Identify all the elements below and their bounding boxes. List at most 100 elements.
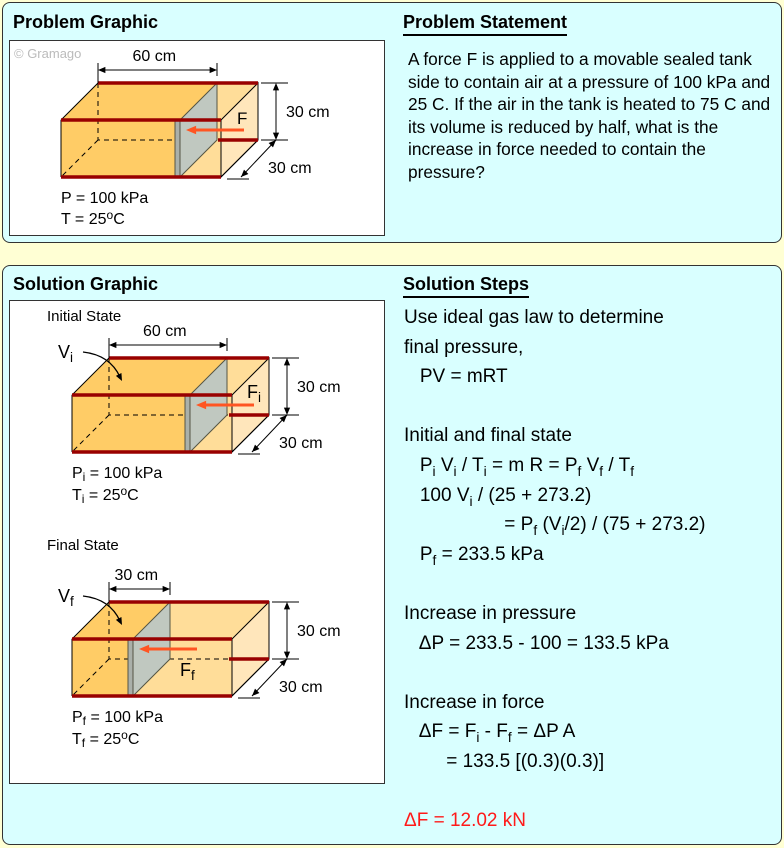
solution-steps-title: Solution Steps [403, 274, 529, 298]
length-label-part: 60 cm [133, 48, 177, 65]
watermark-part: © Gramago [14, 46, 81, 61]
force-label-part: F [247, 382, 258, 402]
volume-pointer [82, 351, 121, 378]
solution-step-line: Initial and final state [404, 425, 572, 447]
piston-edge [174, 119, 181, 178]
arrowhead [283, 407, 291, 415]
length-dimension [97, 63, 218, 83]
arrowhead [219, 341, 227, 349]
state-label-part: Final State [47, 537, 119, 554]
arrowhead [98, 66, 106, 74]
force-label-part: F [237, 109, 247, 128]
arrowhead [283, 602, 291, 610]
hidden-edges [71, 602, 269, 697]
pressure-label-part: i [83, 470, 86, 484]
temperature-label-part: f [82, 736, 86, 750]
pressure-label-part: f [83, 714, 87, 728]
solution-step-line: PV = mRT [404, 366, 508, 388]
pressure-label: P = 100 kPa [61, 190, 148, 207]
tank-red-edges [61, 81, 258, 179]
temperature-label-part: o [120, 484, 127, 498]
temperature-label-part: C [113, 211, 125, 228]
force-label-part: f [191, 668, 195, 683]
length-label-part: 30 cm [115, 567, 159, 584]
temperature-label-part: T = 25 [61, 211, 107, 228]
depth-label-part: 30 cm [268, 160, 312, 177]
volume-label: Vf [58, 586, 74, 609]
length-label-part: 60 cm [143, 323, 187, 340]
height-dimension [272, 601, 299, 660]
tank-red-edges [72, 356, 269, 454]
force-label: Fi [247, 382, 261, 405]
depth-label: 30 cm [268, 160, 312, 177]
solution-step-line: Pf = 233.5 kPa [404, 543, 544, 568]
solution-step-line: ΔF = Fi - Ff = ΔP A [404, 721, 576, 746]
arrowhead [279, 659, 287, 667]
height-label-part: 30 cm [297, 379, 341, 396]
height-label-part: 30 cm [297, 623, 341, 640]
arrowhead [241, 169, 249, 177]
arrowhead [139, 644, 150, 654]
arrowhead [115, 373, 122, 381]
volume-label-part: f [70, 594, 74, 609]
solution-step-line: Increase in pressure [404, 602, 577, 624]
arrowhead [283, 358, 291, 366]
arrowhead [283, 651, 291, 659]
state-label: Final State [47, 537, 119, 554]
height-label: 30 cm [297, 623, 341, 640]
temperature-label: Tf = 25oC [72, 728, 139, 750]
state-label-part: Initial State [47, 308, 121, 325]
arrowhead [272, 83, 280, 91]
tank-edges [71, 601, 270, 697]
depth-dimension [240, 139, 277, 178]
arrowhead [162, 585, 170, 593]
depth-label: 30 cm [279, 679, 323, 696]
watermark: © Gramago [14, 46, 81, 61]
problem-statement-title: Problem Statement [403, 12, 568, 36]
temperature-label-part: = 25 [84, 487, 120, 504]
arrowhead [209, 66, 217, 74]
force-label-part: F [180, 660, 191, 680]
solution-step-line: Use ideal gas law to determine [404, 307, 664, 328]
solution-step-line: final pressure, [404, 336, 524, 358]
length-label: 60 cm [143, 323, 187, 340]
problem-statement: A force F is applied to a movable sealed… [408, 49, 771, 182]
temperature-label: Ti = 25oC [72, 484, 139, 506]
height-label: 30 cm [297, 379, 341, 396]
pressure-label: Pi = 100 kPa [72, 465, 162, 484]
solution-step-line: Pi Vi / Ti = m R = Pf Vf / Tf [404, 454, 635, 479]
arrowhead [115, 617, 122, 625]
arrowhead [186, 125, 197, 135]
temperature-label-part: = 25 [85, 731, 121, 748]
depth-dimension [251, 414, 288, 453]
solution-step-line: = Pf (Vi/2) / (75 + 273.2) [404, 514, 706, 538]
volume-label-part: V [58, 342, 70, 362]
force-label-part: i [258, 390, 261, 405]
temperature-label-part: o [121, 728, 128, 742]
pressure-label-part: = 100 kPa [85, 465, 162, 482]
arrowhead [268, 140, 276, 148]
depth-label-part: 30 cm [279, 435, 323, 452]
height-dimension [272, 357, 299, 416]
length-label: 30 cm [115, 567, 159, 584]
volume-pointer [82, 595, 121, 622]
tank-front-air [61, 120, 180, 177]
height-label-part: 30 cm [286, 104, 330, 121]
arrowhead [252, 688, 260, 696]
depth-dimension [251, 658, 288, 697]
height-dimension [261, 82, 288, 141]
temperature-label-part: T [72, 731, 82, 748]
problem-graphic-title: Problem Graphic [13, 12, 159, 32]
tank-front-air [72, 395, 190, 452]
temperature-label-part: i [82, 492, 85, 506]
depth-label-part: 30 cm [279, 679, 323, 696]
solution-step-line: = 133.5 [(0.3)(0.3)] [404, 750, 605, 772]
volume-label-part: i [70, 350, 73, 365]
solution-step-line: Increase in force [404, 691, 545, 713]
arrowhead [196, 400, 207, 410]
pressure-label: Pf = 100 kPa [72, 709, 163, 728]
tank-edges [71, 357, 270, 453]
volume-label-part: V [58, 586, 70, 606]
arrowhead [272, 132, 280, 140]
